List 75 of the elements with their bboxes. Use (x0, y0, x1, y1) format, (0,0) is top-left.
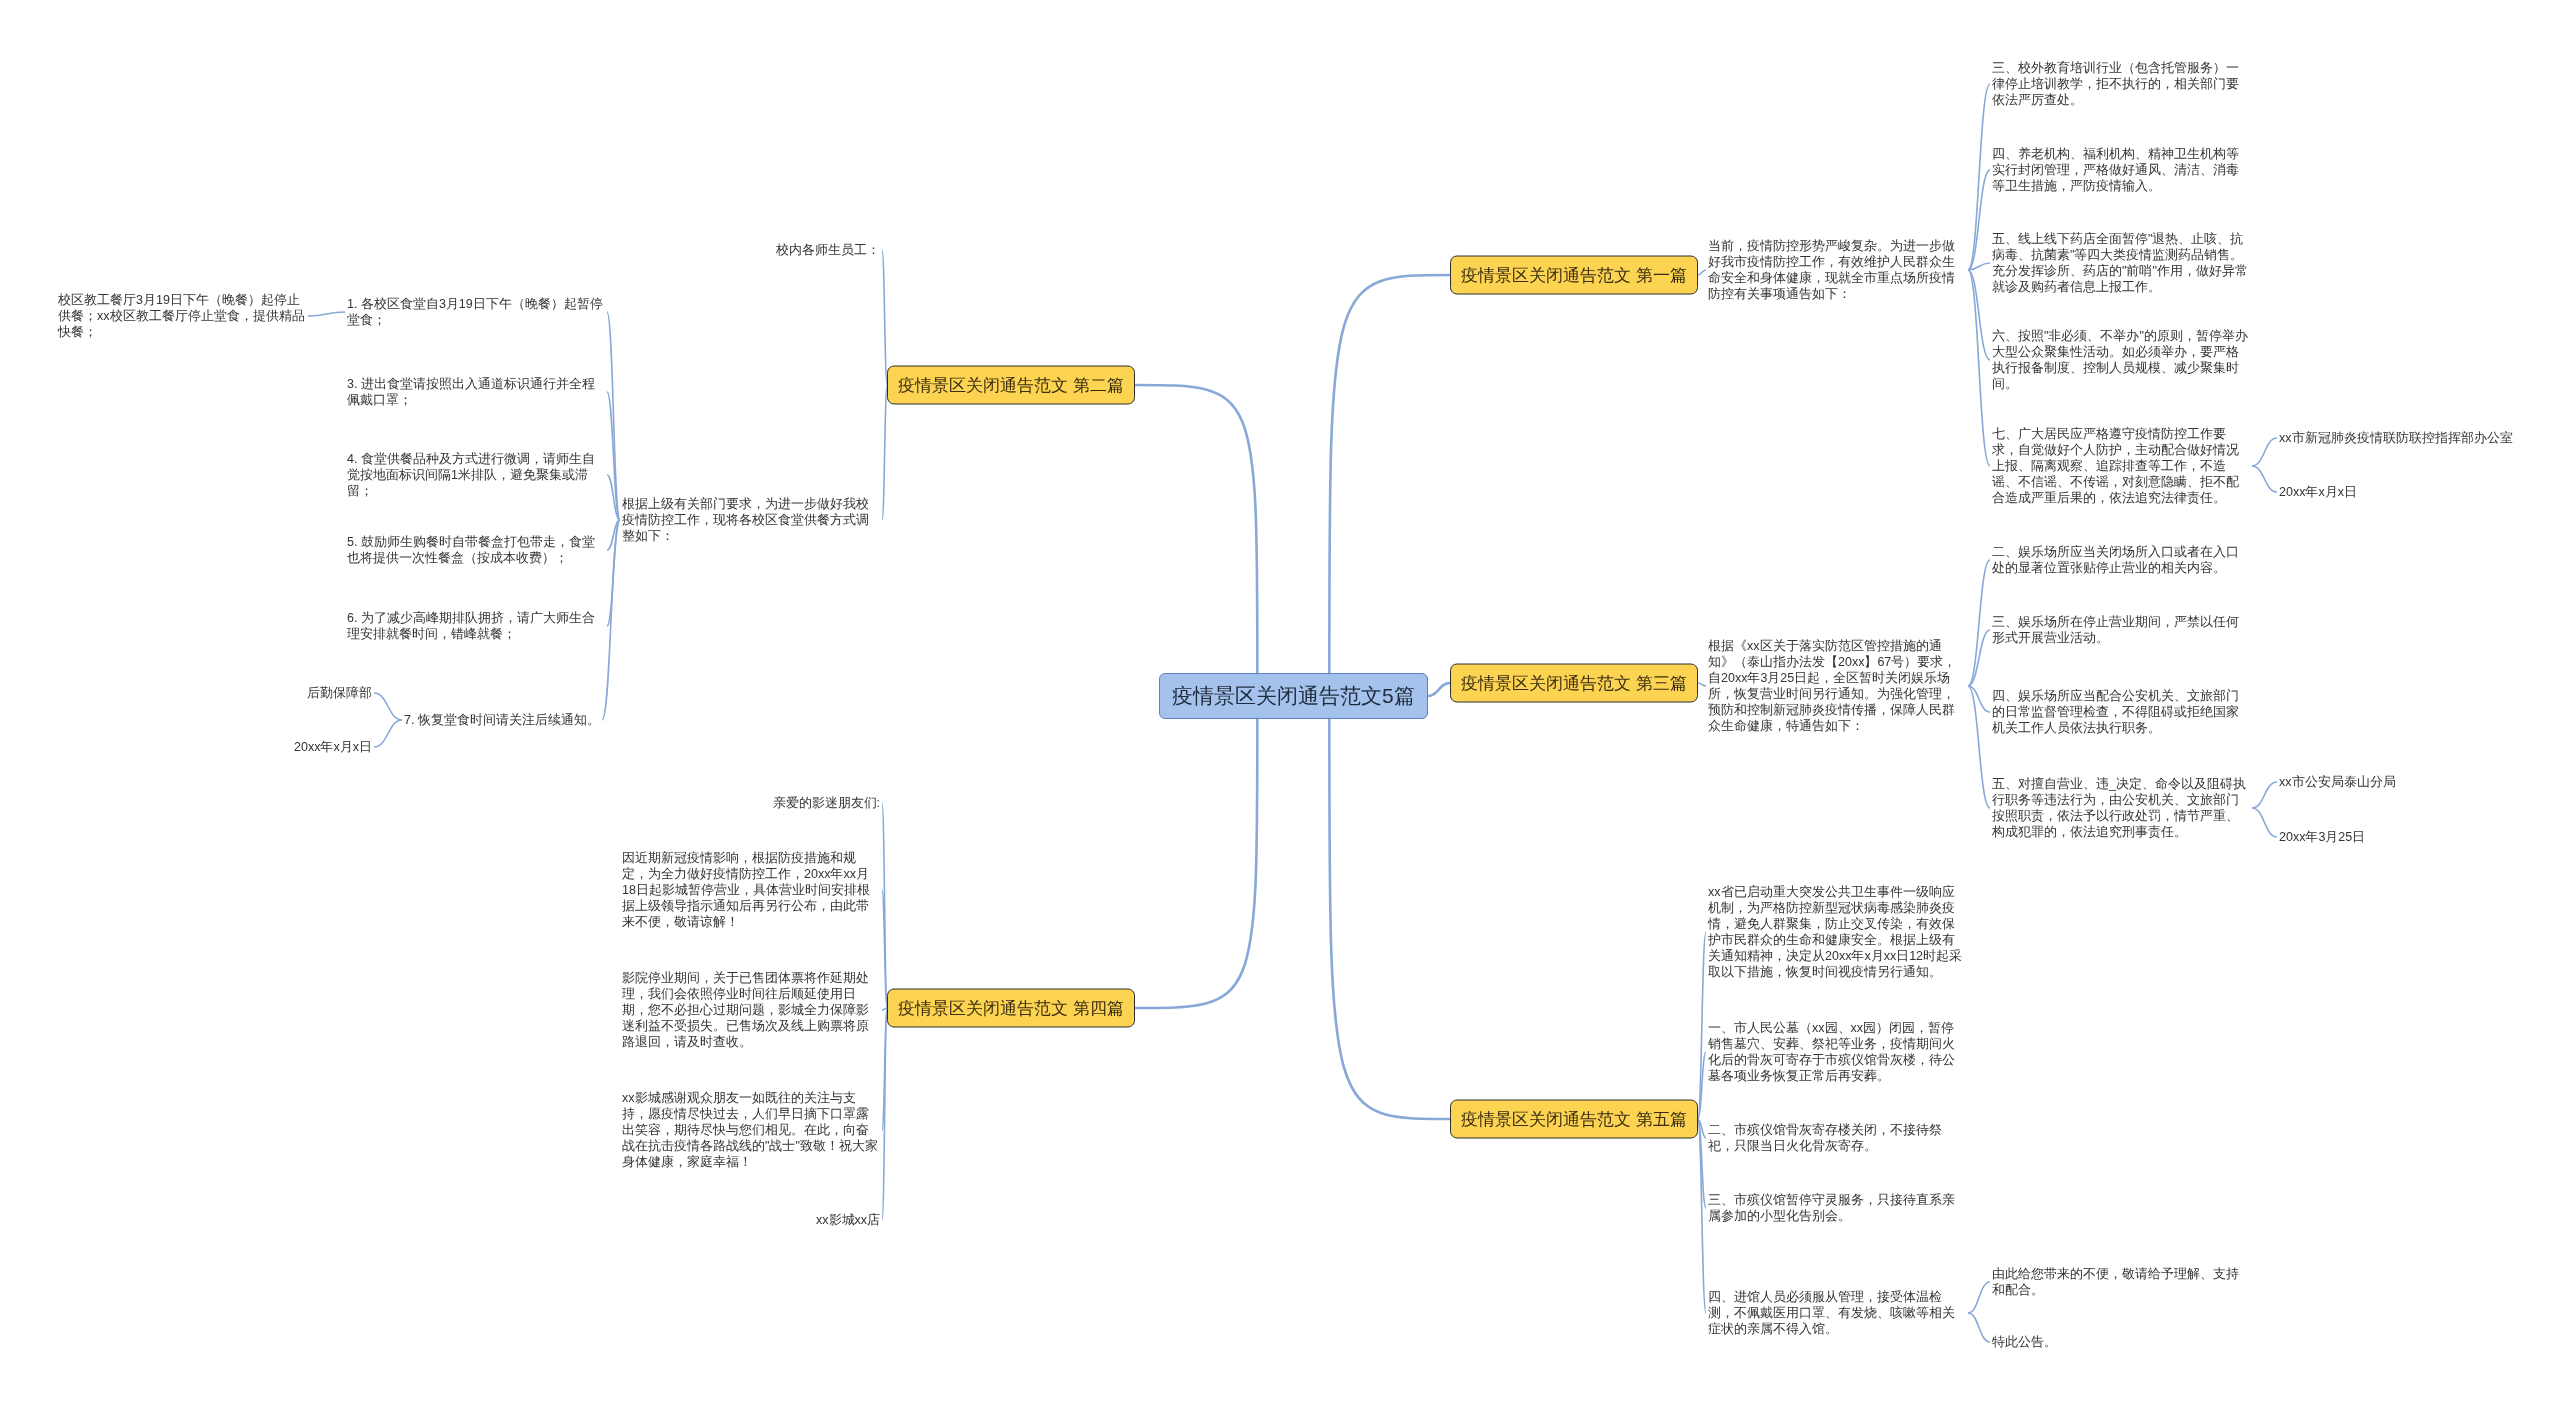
topic-text: 特此公告。 (1990, 1333, 2059, 1351)
branch-topic: 疫情景区关闭通告范文 第一篇 (1450, 255, 1698, 295)
topic-text: 一、市人民公墓（xx园、xx园）闭园，暂停销售墓穴、安葬、祭祀等业务，疫情期间火化后的骨灰可寄存于市殡仪馆骨灰楼，待公墓各项业务恢复正常后再安葬。 (1706, 1019, 1968, 1085)
connector-line (2251, 807, 2278, 838)
connector-line (1967, 269, 1991, 467)
topic-text: 当前，疫情防控形势严峻复杂。为进一步做好我市疫情防控工作，有效维护人民群众生命安全和身体健康，现就全市重点场所疫情防控有关事项通告如下： (1706, 237, 1968, 303)
connector-line (1967, 559, 1991, 687)
topic-text: 根据《xx区关于落实防范区管控措施的通知》（泰山指办法发【20xx】67号）要求，自20xx年3月25日起，全区暂时关闭娱乐场所，恢复营业时间另行通知。为强化管理，预防和控制新冠肺炎疫情传播，保障人民群众生命健康，特通告如下： (1706, 637, 1968, 735)
connector-line (1427, 681, 1451, 698)
connector-line (606, 519, 621, 551)
topic-text: 三、娱乐场所在停止营业期间，严禁以任何形式开展营业活动。 (1990, 613, 2252, 647)
central-topic: 疫情景区关闭通告范文5篇 (1159, 673, 1428, 719)
topic-text: 5. 鼓励师生购餐时自带餐盒打包带走，食堂也将提供一次性餐盒（按成本收费）； (345, 533, 607, 567)
topic-text: 四、娱乐场所应当配合公安机关、文旅部门的日常监督管理检查，不得阻碍或拒绝国家机关工作人员依法执行职务。 (1990, 687, 2252, 737)
topic-text: 6. 为了减少高峰期排队拥挤，请广大师生合理安排就餐时间，错峰就餐； (345, 609, 607, 643)
connector-line (606, 311, 621, 521)
topic-text: 五、对擅自营业、违_决定、命令以及阻碍执行职务等违法行为，由公安机关、文旅部门按照职责，依法予以行政处罚，情节严重、构成犯罪的，依法追究刑事责任。 (1990, 775, 2252, 841)
branch-topic: 疫情景区关闭通告范文 第三篇 (1450, 663, 1698, 703)
topic-text: 20xx年x月x日 (292, 738, 374, 756)
topic-text: 七、广大居民应严格遵守疫情防控工作要求，自觉做好个人防护，主动配合做好情况上报、隔离观察、追踪排查等工作，不造谣、不信谣、不传谣，对刻意隐瞒、拒不配合造成严重后果的，依法追究法律责任。 (1990, 425, 2252, 507)
connector-line (881, 1007, 889, 1011)
connector-line (1967, 1312, 1991, 1343)
connector-line (1135, 383, 1259, 673)
connector-line (1135, 719, 1259, 1010)
connector-line (1967, 83, 1991, 271)
connector-line (606, 474, 621, 521)
connector-line (1696, 1118, 1707, 1139)
topic-text: 因近期新冠疫情影响，根据防疫措施和规定，为全力做好疫情防控工作，20xx年xx月18日起影城暂停营业，具体营业时间安排根据上级领导指示通知后再另行公布，由此带来不便，敬请谅解！ (620, 849, 882, 931)
topic-text: 二、娱乐场所应当关闭场所入口或者在入口处的显著位置张贴停止营业的相关内容。 (1990, 543, 2252, 577)
connector-line (2251, 465, 2278, 493)
topic-text: xx市公安局泰山分局 (2277, 773, 2398, 791)
connector-line (1696, 682, 1707, 687)
topic-text: 20xx年3月25日 (2277, 828, 2368, 846)
connector-line (1967, 685, 1991, 809)
topic-text: 亲爱的影迷朋友们: (770, 794, 882, 812)
connector-line (1967, 269, 1991, 361)
topic-text: 影院停业期间，关于已售团体票将作延期处理，我们会依照停业时间往后顺延使用日期，您不必担心过期问题，影城全力保障影迷利益不受损失。已售场次及线上购票将原路退回，请及时查收。 (620, 969, 882, 1051)
topic-text: 二、市殡仪馆骨灰寄存楼关闭，不接待祭祀，只限当日火化骨灰寄存。 (1706, 1121, 1968, 1155)
connector-line (1696, 1051, 1707, 1120)
connector-line (1967, 629, 1991, 687)
topic-text: 六、按照"非必须、不举办"的原则，暂停举办大型公众聚集性活动。如必须举办，要严格执行报备制度、控制人员规模、减少聚集时间。 (1990, 327, 2252, 393)
topic-text: 校内各师生员工： (774, 241, 882, 259)
topic-text: 20xx年x月x日 (2277, 483, 2359, 501)
topic-text: 1. 各校区食堂自3月19日下午（晚餐）起暂停堂食； (345, 295, 607, 329)
connector-line (1967, 1281, 1991, 1314)
connector-line (2251, 437, 2278, 467)
topic-text: 校区教工餐厅3月19日下午（晚餐）起停止供餐；xx校区教工餐厅停止堂食，提供精品快餐； (56, 291, 308, 341)
topic-text: 四、进馆人员必须服从管理，接受体温检测，不佩戴医用口罩、有发烧、咳嗽等相关症状的亲属不得入馆。 (1706, 1288, 1968, 1338)
topic-text: 后勤保障部 (305, 684, 374, 702)
topic-text: xx省已启动重大突发公共卫生事件一级响应机制，为严格防控新型冠状病毒感染肺炎疫情，避免人群聚集，防止交叉传染，有效保护市民群众的生命和健康安全。根据上级有关通知精神，决定从20xx年x月xx日12时起采取以下措施，恢复时间视疫情另行通知。 (1706, 883, 1968, 981)
topic-text: 7. 恢复堂食时间请关注后续通知。 (402, 711, 602, 729)
topic-text: 三、校外教育培训行业（包含托管服务）一律停止培训教学，拒不执行的，相关部门要依法严厉查处。 (1990, 59, 2252, 109)
topic-text: 五、线上线下药店全面暂停"退热、止咳、抗病毒、抗菌素"等四大类疫情监测药品销售。充分发挥诊所、药店的"前哨"作用，做好异常就诊及购药者信息上报工作。 (1990, 230, 2252, 296)
topic-text: 4. 食堂供餐品种及方式进行微调，请师生自觉按地面标识间隔1米排队，避免聚集或滞留； (345, 450, 607, 500)
connector-line (1328, 273, 1450, 673)
branch-topic: 疫情景区关闭通告范文 第五篇 (1450, 1099, 1698, 1139)
branch-topic: 疫情景区关闭通告范文 第二篇 (887, 365, 1135, 405)
connector-line (1967, 169, 1991, 271)
topic-text: 由此给您带来的不便，敬请给予理解、支持和配合。 (1990, 1265, 2252, 1299)
topic-text: xx市新冠肺炎疫情联防联控指挥部办公室 (2277, 429, 2515, 447)
topic-text: 四、养老机构、福利机构、精神卫生机构等实行封闭管理，严格做好通风、清洁、消毒等卫生措施，严防疫情输入。 (1990, 145, 2252, 195)
topic-text: 根据上级有关部门要求，为进一步做好我校疫情防控工作，现将各校区食堂供餐方式调整如下： (620, 495, 882, 545)
topic-text: xx影城感谢观众朋友一如既往的关注与支持，愿疫情尽快过去，人们早日摘下口罩露出笑容，期待尽快与您们相见。在此，向奋战在抗击疫情各路战线的"战士"致敬！祝大家身体健康，家庭幸福！ (620, 1089, 882, 1171)
topic-text: 3. 进出食堂请按照出入通道标识通行并全程佩戴口罩； (345, 375, 607, 409)
connector-line (1967, 262, 1991, 271)
connector-line (1967, 685, 1991, 713)
branch-topic: 疫情景区关闭通告范文 第四篇 (887, 988, 1135, 1028)
connector-line (307, 311, 346, 317)
connector-line (2251, 781, 2278, 809)
topic-text: xx影城xx店 (814, 1211, 882, 1229)
connector-line (601, 519, 621, 721)
connector-line (1328, 719, 1450, 1121)
connector-line (373, 719, 403, 748)
connector-line (373, 692, 403, 721)
topic-text: 三、市殡仪馆暂停守灵服务，只接待直系亲属参加的小型化告别会。 (1706, 1191, 1968, 1225)
